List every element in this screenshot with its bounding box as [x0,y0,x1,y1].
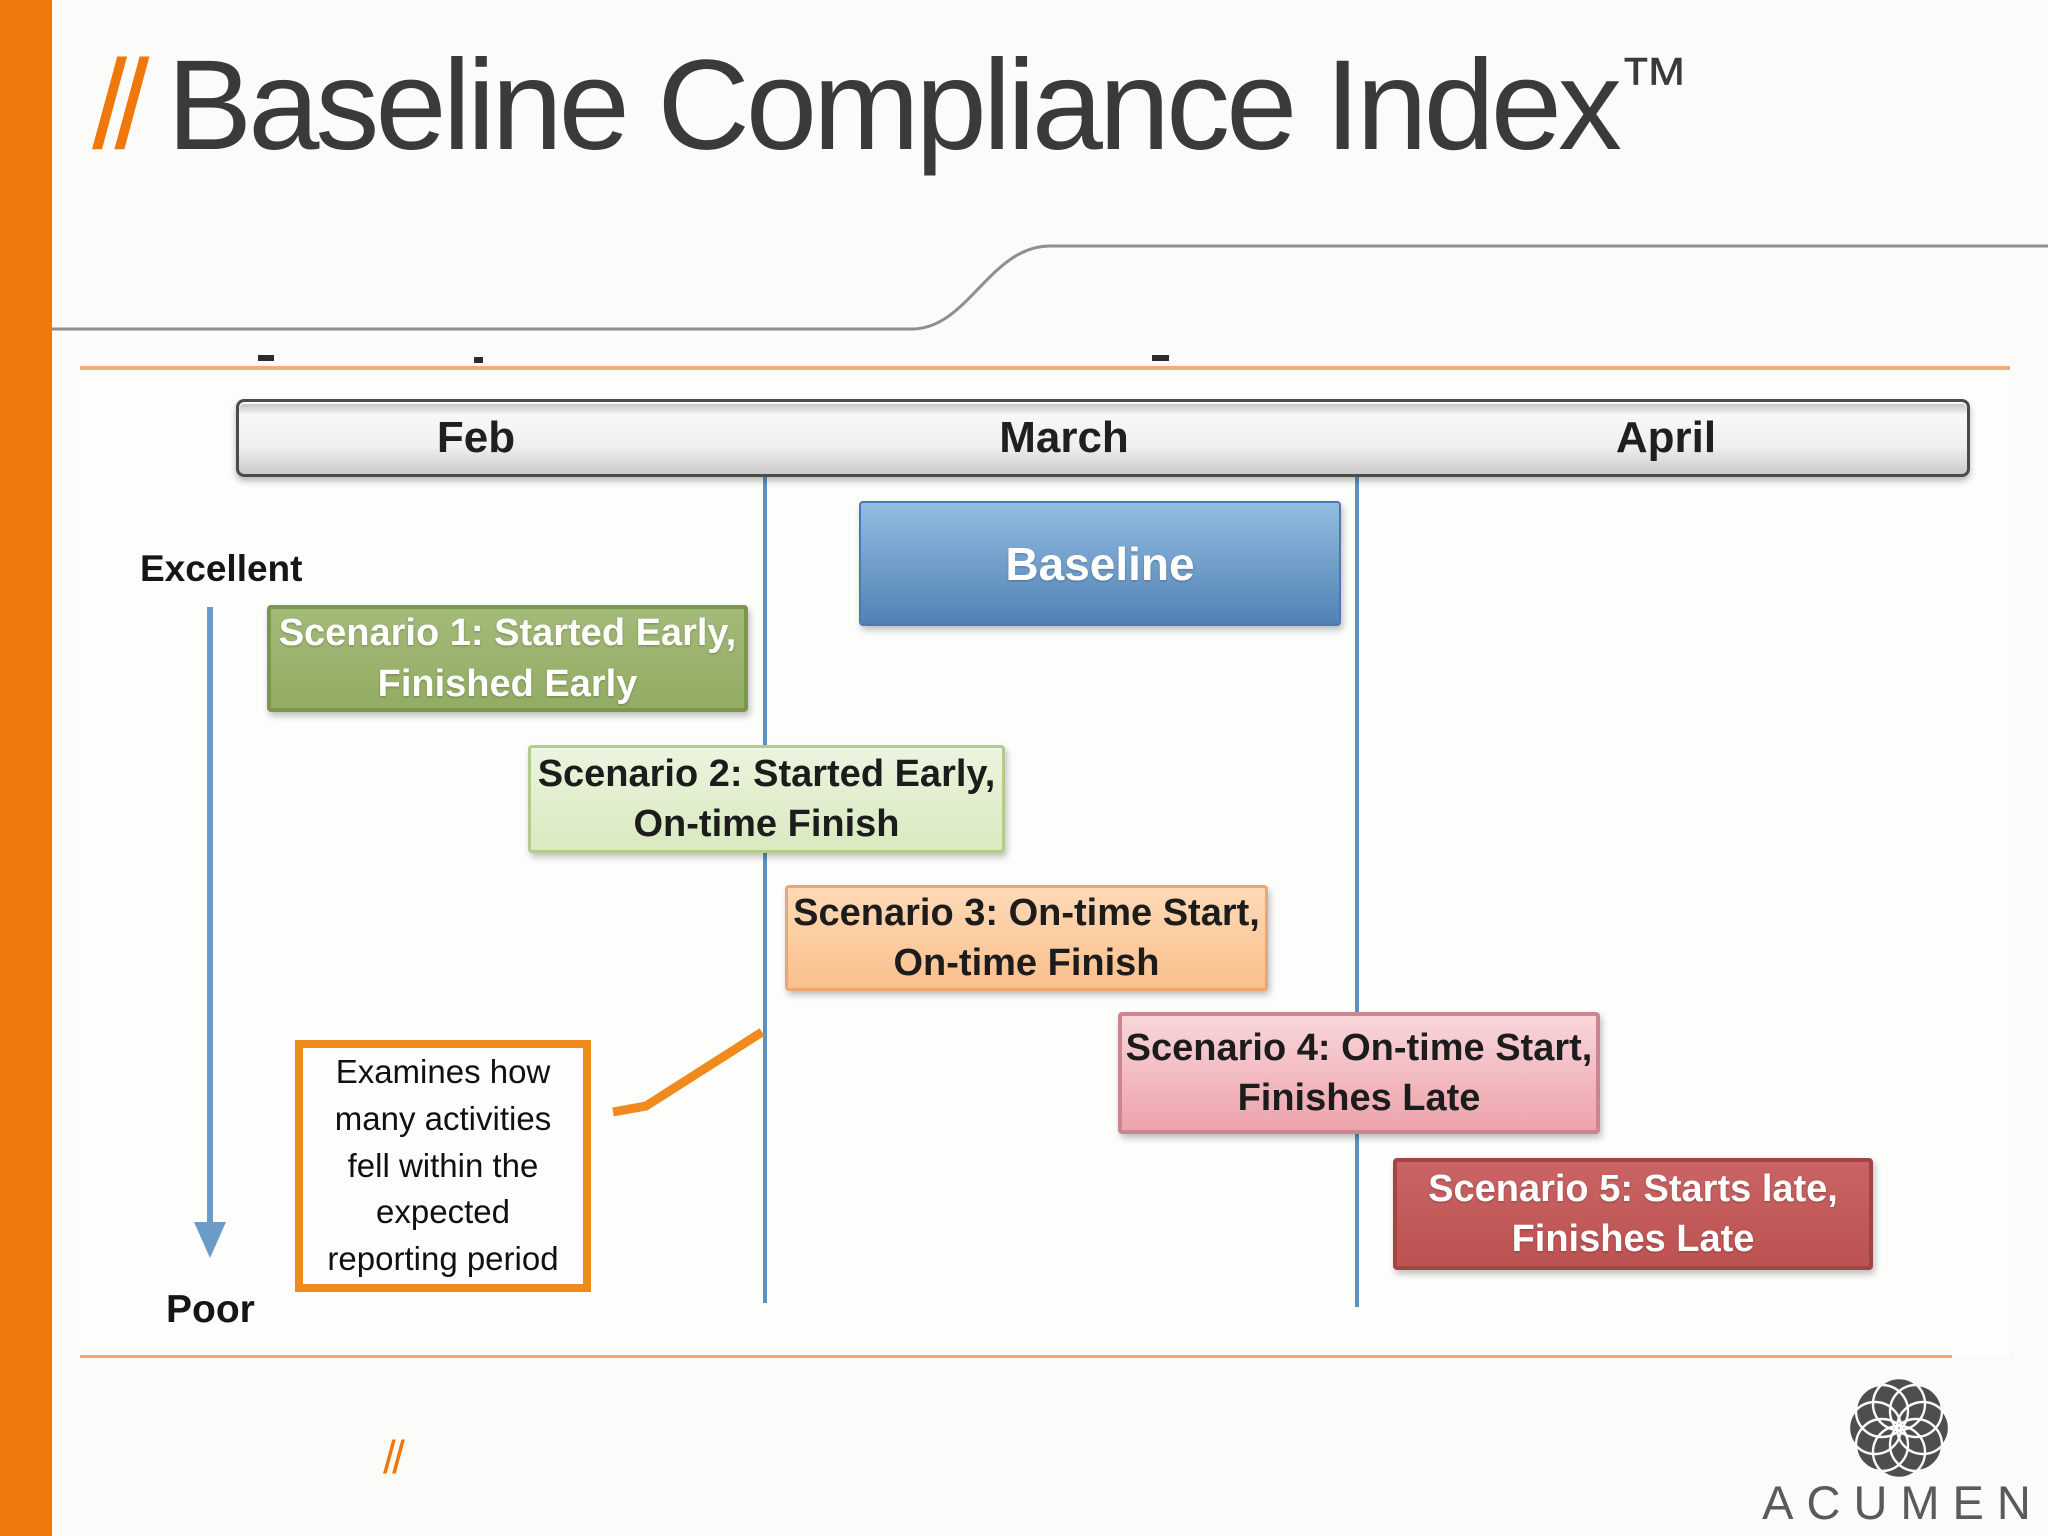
axis-label-poor: Poor [166,1288,255,1331]
callout-text: Examines how many activities fell within… [327,1052,559,1278]
month-header-bar: Feb March April [236,399,1970,477]
scenario-label-line: Finishes Late [1237,1077,1481,1119]
axis-label-excellent: Excellent [140,548,303,589]
scenario-label-line: Scenario 5: Starts late, [1428,1167,1838,1210]
scenario-bar-3: Scenario 3: On-time Start, On-time Finis… [785,885,1268,991]
scenario-label-line: Scenario 2: Started Early, [537,752,996,795]
month-label-april: April [1615,413,1717,462]
left-accent-bar [0,0,52,1536]
month-divider-line-march-april [1355,477,1359,1307]
cutoff-text-fragment [474,357,483,363]
page-title: // Baseline Compliance Index™ [92,34,1690,177]
baseline-bar: Baseline [859,501,1341,626]
screenshot-top-border [80,366,2010,370]
cutoff-text-fragment [1152,355,1169,361]
scenario-bar-5: Scenario 5: Starts late, Finishes Late [1393,1158,1873,1270]
scenario-label-line: On-time Finish [893,942,1160,984]
month-label-march: March [999,413,1129,462]
month-label-feb: Feb [436,413,516,462]
scenario-label-line: Scenario 1: Started Early, [278,612,737,655]
callout-box: Examines how many activities fell within… [295,1040,591,1292]
scenario-label-line: Scenario 4: On-time Start, [1125,1026,1593,1069]
baseline-label: Baseline [1005,537,1195,590]
scenario-label-line: On-time Finish [633,803,900,845]
scenario-label-line: Scenario 3: On-time Start, [793,891,1260,934]
scenario-label-line: Finished Early [377,662,638,705]
title-text: Baseline Compliance Index™ [166,34,1690,177]
screenshot-bottom-border [80,1355,1952,1358]
acumen-flower-icon [1847,1376,1951,1480]
trademark-symbol: ™ [1617,43,1690,123]
cutoff-text-fragment [258,355,274,361]
scenario-bar-4: Scenario 4: On-time Start, Finishes Late [1118,1012,1600,1134]
scenario-label-line: Finishes Late [1511,1218,1755,1260]
scenario-bar-2: Scenario 2: Started Early, On-time Finis… [528,745,1005,853]
scenario-bar-1: Scenario 1: Started Early, Finished Earl… [267,605,748,712]
acumen-wordmark: ACUMEN [1762,1476,2044,1529]
title-slashes: // [92,34,149,175]
footer-slashes: // [383,1431,405,1483]
month-divider-line-feb-march [763,477,767,1303]
